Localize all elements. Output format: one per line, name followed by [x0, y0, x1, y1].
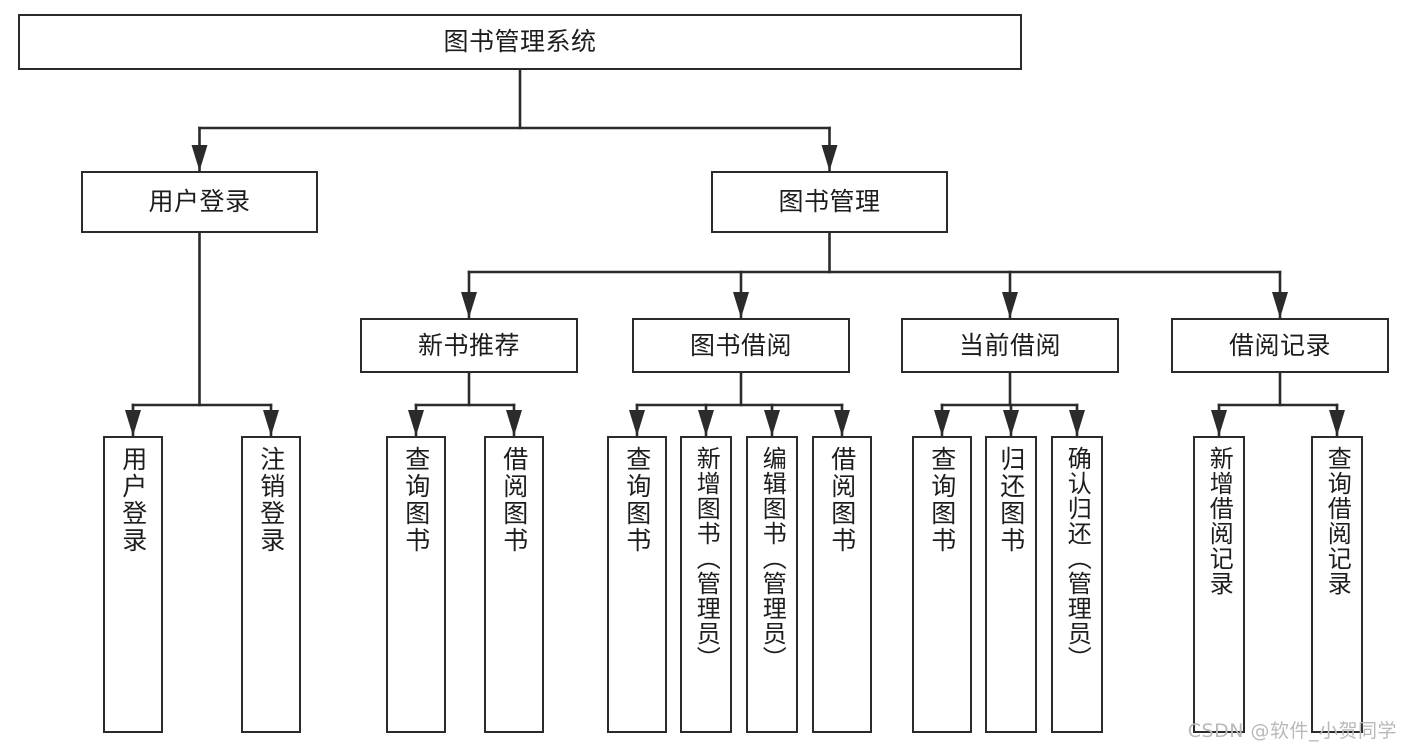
node-book-borrow[interactable]: 图书借阅: [632, 318, 850, 373]
connector-arrowhead: [1211, 410, 1227, 436]
node-label: 图书管理系统: [443, 27, 597, 57]
connector-arrowhead: [191, 145, 208, 171]
connector-arrowhead: [1069, 410, 1085, 436]
connector-arrowhead: [408, 410, 424, 436]
node-root[interactable]: 图书管理系统: [18, 14, 1022, 70]
node-label: 当前借阅: [958, 330, 1061, 360]
node-leaf-cb-return[interactable]: 归还图书: [985, 436, 1037, 733]
node-leaf-bb-edit[interactable]: 编辑图书（管理员）: [746, 436, 798, 733]
node-label: 编辑图书（管理员）: [758, 446, 787, 671]
node-leaf-user-login[interactable]: 用户登录: [103, 436, 163, 733]
node-label: 借阅记录: [1228, 330, 1331, 360]
node-book-manage[interactable]: 图书管理: [711, 171, 948, 233]
node-label: 图书管理: [778, 187, 881, 217]
node-leaf-bb-query[interactable]: 查询图书: [607, 436, 667, 733]
connector-arrowhead: [506, 410, 522, 436]
csdn-watermark: CSDN @软件_小贺同学: [1187, 720, 1397, 742]
node-label: 借阅图书: [827, 446, 857, 554]
connector-arrowhead: [934, 410, 950, 436]
node-label: 查询借阅记录: [1323, 446, 1352, 596]
connector-arrowhead: [461, 292, 477, 318]
node-label: 用户登录: [118, 446, 148, 554]
node-user-login[interactable]: 用户登录: [81, 171, 318, 233]
connector-arrowhead: [834, 410, 850, 436]
connector-arrowhead: [733, 292, 749, 318]
node-label: 查询图书: [927, 446, 957, 554]
node-label: 图书借阅: [689, 330, 792, 360]
node-label: 确认归还（管理员）: [1063, 446, 1092, 671]
connector-arrowhead: [1003, 410, 1019, 436]
connector-arrowhead: [125, 410, 141, 436]
connector-arrowhead: [1272, 292, 1288, 318]
node-label: 查询图书: [401, 446, 431, 554]
node-leaf-log-add[interactable]: 新增借阅记录: [1193, 436, 1245, 733]
node-leaf-user-logout[interactable]: 注销登录: [241, 436, 301, 733]
connector-arrowhead: [698, 410, 714, 436]
node-label: 新书推荐: [417, 330, 520, 360]
node-leaf-cb-confirm[interactable]: 确认归还（管理员）: [1051, 436, 1103, 733]
connector-arrowhead: [629, 410, 645, 436]
node-new-book-rec[interactable]: 新书推荐: [360, 318, 578, 373]
node-label: 用户登录: [148, 187, 251, 217]
node-cur-borrow[interactable]: 当前借阅: [901, 318, 1119, 373]
node-leaf-rec-borrow[interactable]: 借阅图书: [484, 436, 544, 733]
connector-arrowhead: [1002, 292, 1018, 318]
node-label: 归还图书: [996, 446, 1026, 554]
connector-arrowhead: [263, 410, 279, 436]
node-leaf-bb-borrow[interactable]: 借阅图书: [812, 436, 872, 733]
connector-arrowhead: [764, 410, 780, 436]
node-leaf-bb-add[interactable]: 新增图书（管理员）: [680, 436, 732, 733]
node-leaf-log-query[interactable]: 查询借阅记录: [1311, 436, 1363, 733]
node-label: 注销登录: [256, 446, 286, 554]
node-label: 查询图书: [622, 446, 652, 554]
connector-arrowhead: [1329, 410, 1345, 436]
node-leaf-rec-query[interactable]: 查询图书: [386, 436, 446, 733]
node-label: 新增图书（管理员）: [692, 446, 721, 671]
node-label: 借阅图书: [499, 446, 529, 554]
connector-arrowhead: [821, 145, 838, 171]
node-leaf-cb-query[interactable]: 查询图书: [912, 436, 972, 733]
node-borrow-log[interactable]: 借阅记录: [1171, 318, 1389, 373]
node-label: 新增借阅记录: [1205, 446, 1234, 596]
